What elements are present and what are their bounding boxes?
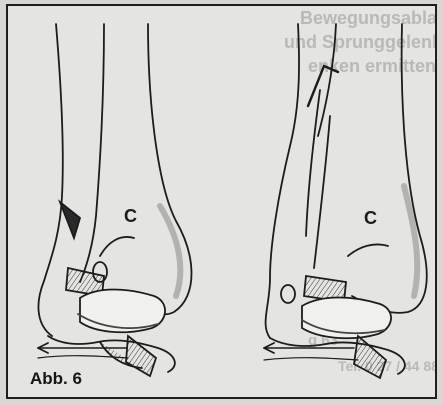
- illustration-panel: Bewegungsablauf und Sprunggelenk enken e…: [6, 4, 437, 399]
- right-ankle-drawing: [264, 24, 427, 378]
- right-label-c: C: [364, 208, 377, 229]
- figure-caption: Abb. 6: [30, 369, 82, 389]
- left-ankle-drawing: [38, 24, 192, 376]
- left-label-c: C: [124, 206, 137, 227]
- ankle-drawings: [8, 6, 437, 399]
